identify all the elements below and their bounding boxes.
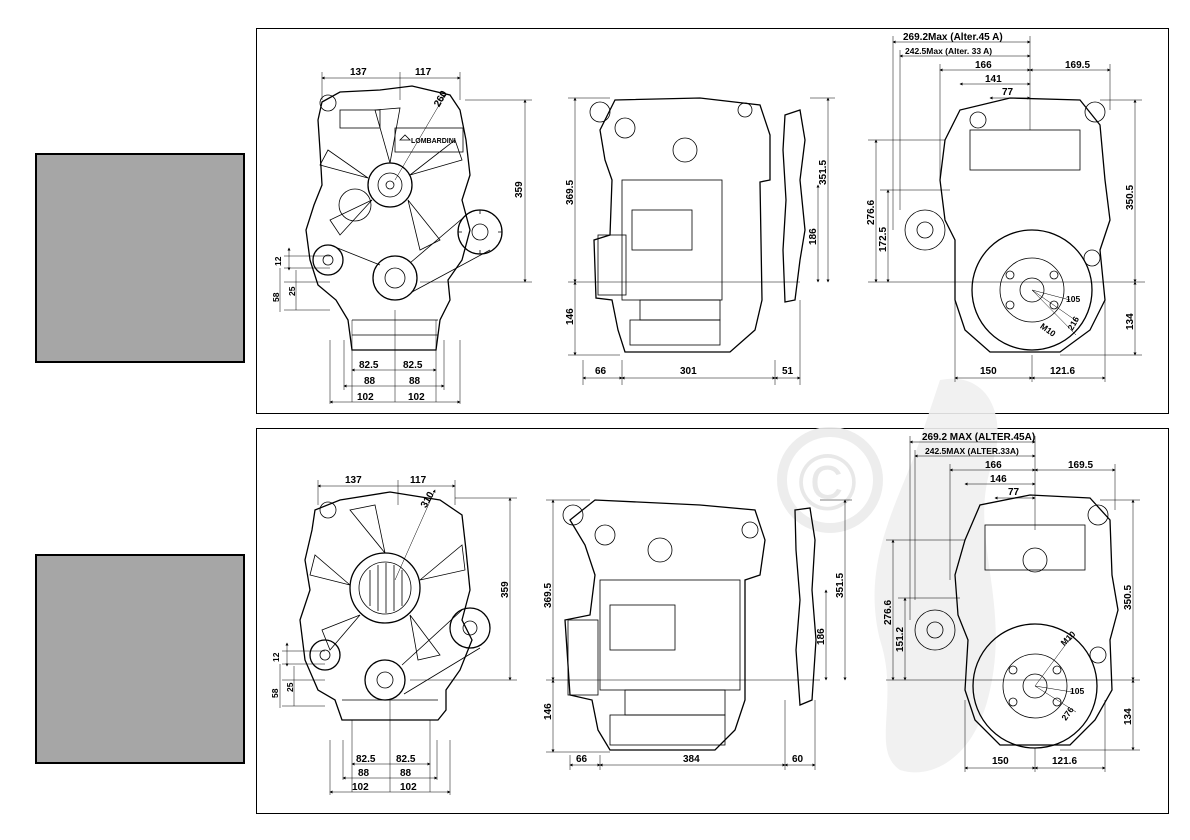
svg-text:151.2: 151.2 <box>895 627 906 652</box>
svg-text:77: 77 <box>1002 87 1014 98</box>
side-view-top: 369.5 146 351.5 186 66 301 51 <box>565 97 835 385</box>
svg-text:117: 117 <box>415 67 432 78</box>
svg-text:102: 102 <box>408 392 425 403</box>
svg-text:121.6: 121.6 <box>1052 756 1077 767</box>
svg-text:82.5: 82.5 <box>396 754 416 765</box>
svg-text:146: 146 <box>990 474 1007 485</box>
svg-text:169.5: 169.5 <box>1065 60 1090 71</box>
svg-text:58: 58 <box>270 688 280 698</box>
svg-text:25: 25 <box>287 286 297 296</box>
svg-text:166: 166 <box>975 60 992 71</box>
svg-text:105: 105 <box>1070 686 1084 696</box>
svg-text:25: 25 <box>285 682 295 692</box>
svg-text:137: 137 <box>345 475 362 486</box>
svg-text:269.2 MAX (ALTER.45A): 269.2 MAX (ALTER.45A) <box>922 432 1035 443</box>
svg-text:242.5MAX (ALTER.33A): 242.5MAX (ALTER.33A) <box>925 446 1019 456</box>
svg-text:350.5: 350.5 <box>1125 185 1136 210</box>
svg-text:66: 66 <box>576 754 588 765</box>
svg-text:150: 150 <box>992 756 1009 767</box>
svg-text:12: 12 <box>273 256 283 266</box>
svg-text:137: 137 <box>350 67 367 78</box>
front-view-top: LOMBARDINI 137 117 260 359 12 25 58 <box>271 67 532 404</box>
svg-text:301: 301 <box>680 366 697 377</box>
svg-text:351.5: 351.5 <box>818 160 829 185</box>
svg-text:102: 102 <box>352 782 369 793</box>
svg-text:88: 88 <box>364 376 376 387</box>
brand-label: LOMBARDINI <box>411 138 456 145</box>
placeholder-box-bottom <box>35 554 245 764</box>
svg-text:350.5: 350.5 <box>1123 585 1134 610</box>
svg-text:102: 102 <box>400 782 417 793</box>
rear-view-bottom: 269.2 MAX (ALTER.45A) 242.5MAX (ALTER.33… <box>883 432 1140 772</box>
svg-text:150: 150 <box>980 366 997 377</box>
svg-text:186: 186 <box>816 628 827 645</box>
svg-text:169.5: 169.5 <box>1068 460 1093 471</box>
svg-text:276: 276 <box>1059 705 1075 723</box>
side-view-bottom: 369.5 146 351.5 186 66 384 60 <box>543 499 852 770</box>
svg-text:369.5: 369.5 <box>565 180 576 205</box>
svg-text:242.5Max (Alter. 33 A): 242.5Max (Alter. 33 A) <box>905 46 992 56</box>
svg-text:351.5: 351.5 <box>835 573 846 598</box>
svg-text:276.6: 276.6 <box>883 600 894 625</box>
svg-text:359: 359 <box>500 581 511 598</box>
svg-text:269.2Max (Alter.45 A): 269.2Max (Alter.45 A) <box>903 32 1003 43</box>
svg-text:M10: M10 <box>1059 629 1078 648</box>
svg-text:66: 66 <box>595 366 607 377</box>
svg-text:102: 102 <box>357 392 374 403</box>
svg-text:82.5: 82.5 <box>403 360 423 371</box>
svg-text:82.5: 82.5 <box>356 754 376 765</box>
svg-text:384: 384 <box>683 754 700 765</box>
svg-text:88: 88 <box>409 376 421 387</box>
svg-text:146: 146 <box>565 308 576 325</box>
svg-text:121.6: 121.6 <box>1050 366 1075 377</box>
front-view-bottom: 137 117 310 359 12 25 58 82.5 82.5 88 88… <box>270 475 517 795</box>
svg-text:369.5: 369.5 <box>543 583 554 608</box>
svg-text:12: 12 <box>271 652 281 662</box>
svg-text:359: 359 <box>514 181 525 198</box>
svg-text:166: 166 <box>985 460 1002 471</box>
svg-text:146: 146 <box>543 703 554 720</box>
svg-text:216: 216 <box>1065 314 1081 332</box>
svg-text:M10: M10 <box>1038 321 1058 339</box>
rear-view-top: 269.2Max (Alter.45 A) 242.5Max (Alter. 3… <box>866 32 1145 382</box>
svg-text:77: 77 <box>1008 487 1020 498</box>
svg-text:88: 88 <box>400 768 412 779</box>
svg-text:134: 134 <box>1123 708 1134 725</box>
svg-text:©: © <box>798 438 857 527</box>
svg-text:117: 117 <box>410 475 427 486</box>
svg-text:105: 105 <box>1066 294 1080 304</box>
svg-text:276.6: 276.6 <box>866 200 877 225</box>
svg-text:186: 186 <box>808 228 819 245</box>
svg-text:172.5: 172.5 <box>878 227 889 252</box>
placeholder-box-top <box>35 153 245 363</box>
svg-text:51: 51 <box>782 366 794 377</box>
svg-text:82.5: 82.5 <box>359 360 379 371</box>
svg-text:310: 310 <box>419 490 437 510</box>
svg-text:141: 141 <box>985 74 1002 85</box>
svg-text:134: 134 <box>1125 313 1136 330</box>
svg-text:58: 58 <box>271 292 281 302</box>
svg-text:88: 88 <box>358 768 370 779</box>
svg-text:60: 60 <box>792 754 804 765</box>
